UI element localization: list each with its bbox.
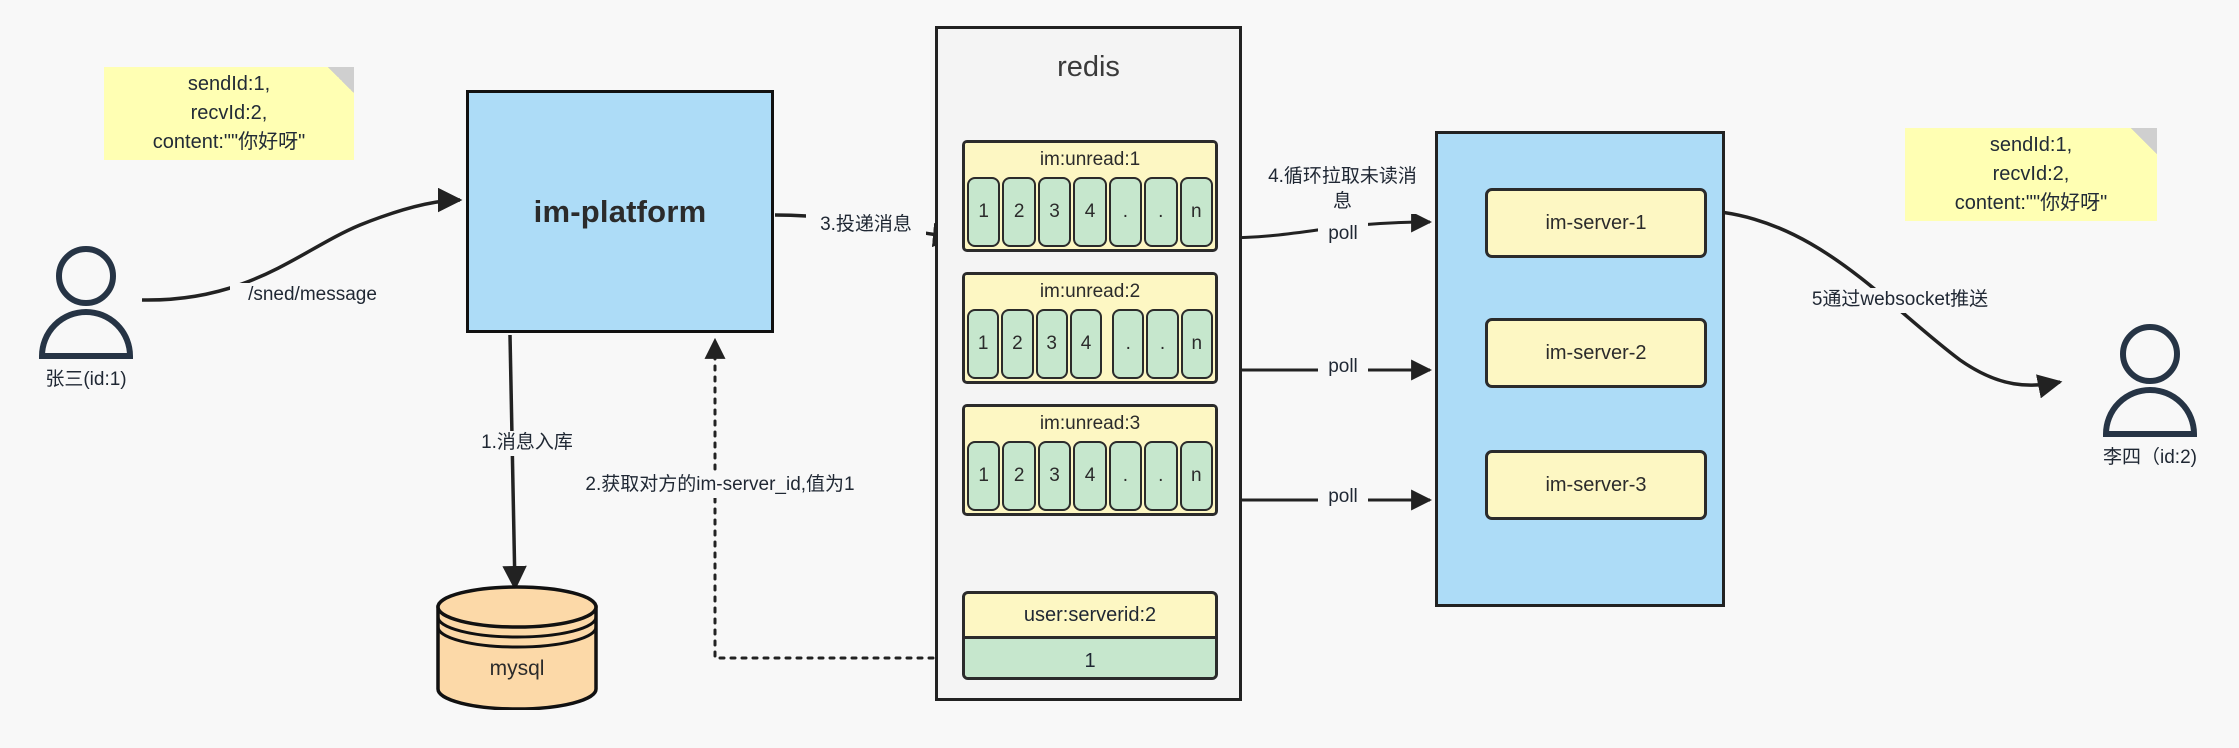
edge-label-send-message: /sned/message xyxy=(230,283,395,308)
redis-cell[interactable]: . xyxy=(1108,177,1143,247)
edge-label-poll-2: poll xyxy=(1318,355,1368,380)
node-im-platform[interactable]: im-platform xyxy=(466,90,774,333)
redis-kv-key: user:serverid:2 xyxy=(1023,603,1157,626)
edge-label-step3: 3.投递消息 xyxy=(806,213,926,238)
node-redis-label: redis xyxy=(1057,51,1120,83)
node-im-server-2[interactable]: im-server-2 xyxy=(1485,318,1707,388)
redis-list-cells: 1 2 3 4 . . n xyxy=(965,441,1215,513)
redis-list-cells: 1 2 3 4 . . n xyxy=(965,177,1215,249)
redis-list-im-unread-3[interactable]: im:unread:3 1 2 3 4 . . n xyxy=(962,404,1218,516)
note-right: sendId:1, recvId:2, content:""你好呀" xyxy=(1905,128,2157,221)
edge-label-step1: 1.消息入库 xyxy=(447,431,607,456)
node-mysql[interactable]: mysql xyxy=(432,585,602,711)
redis-cell[interactable]: 3 xyxy=(1035,309,1068,379)
redis-list-key: im:unread:1 xyxy=(965,143,1215,177)
redis-cell[interactable]: n xyxy=(1179,441,1213,511)
edge-label-poll-1: poll xyxy=(1318,222,1368,247)
redis-list-im-unread-2[interactable]: im:unread:2 1 2 3 4 . . n xyxy=(962,272,1218,384)
user-icon xyxy=(2102,324,2198,437)
node-im-server-3[interactable]: im-server-3 xyxy=(1485,450,1707,520)
redis-kv-user-serverid[interactable]: user:serverid:2 1 xyxy=(962,591,1218,680)
redis-kv-value: 1 xyxy=(965,636,1215,677)
redis-cell[interactable]: 4 xyxy=(1073,441,1107,511)
edge-label-step4: 4.循环拉取未读消 息 xyxy=(1255,165,1430,215)
edge-label-step5: 5通过websocket推送 xyxy=(1790,288,2010,313)
redis-cell[interactable]: . xyxy=(1144,177,1178,247)
actor-sender-label: 张三(id:1) xyxy=(45,369,127,390)
redis-cell[interactable]: 4 xyxy=(1069,309,1103,379)
note-right-text: sendId:1, recvId:2, content:""你好呀" xyxy=(1954,134,2108,214)
node-im-server-1[interactable]: im-server-1 xyxy=(1485,188,1707,258)
node-im-server-2-label: im-server-2 xyxy=(1545,341,1647,364)
redis-cell[interactable]: 2 xyxy=(1002,177,1036,247)
node-im-server-1-label: im-server-1 xyxy=(1545,211,1647,234)
edge-label-poll-3: poll xyxy=(1318,485,1368,510)
user-icon xyxy=(38,246,134,359)
note-fold-icon xyxy=(328,67,354,93)
actor-sender xyxy=(24,240,148,360)
redis-cell[interactable]: 1 xyxy=(967,309,1000,379)
redis-cell[interactable]: 3 xyxy=(1037,177,1072,247)
note-fold-icon xyxy=(2131,128,2157,154)
actor-receiver xyxy=(2088,318,2212,438)
redis-cell[interactable]: . xyxy=(1108,441,1143,511)
actor-receiver-label: 李四（id:2) xyxy=(2103,447,2197,468)
redis-cell[interactable]: . xyxy=(1112,309,1145,379)
node-im-server-3-label: im-server-3 xyxy=(1545,473,1647,496)
redis-cell[interactable]: n xyxy=(1179,177,1213,247)
redis-cell[interactable]: 2 xyxy=(1002,441,1036,511)
redis-list-cells: 1 2 3 4 . . n xyxy=(965,309,1215,381)
note-left-text: sendId:1, recvId:2, content:""你好呀" xyxy=(152,73,306,153)
redis-cell[interactable]: 2 xyxy=(1001,309,1034,379)
edge-redis-kv-to-platform xyxy=(704,337,957,660)
redis-cell[interactable]: . xyxy=(1146,309,1179,379)
redis-list-im-unread-1[interactable]: im:unread:1 1 2 3 4 . . n xyxy=(962,140,1218,252)
redis-cell[interactable]: 1 xyxy=(967,441,1001,511)
database-icon xyxy=(436,585,598,711)
edge-label-step2: 2.获取对方的im-server_id,值为1 xyxy=(570,473,870,498)
redis-cell[interactable]: 3 xyxy=(1037,441,1072,511)
edge-platform-to-mysql xyxy=(502,334,527,591)
redis-cell[interactable]: 1 xyxy=(967,177,1001,247)
redis-cell[interactable]: n xyxy=(1180,309,1213,379)
redis-cell[interactable]: 4 xyxy=(1073,177,1107,247)
redis-list-key: im:unread:2 xyxy=(965,275,1215,309)
redis-cell[interactable]: . xyxy=(1144,441,1178,511)
node-im-platform-label: im-platform xyxy=(533,193,707,229)
note-left: sendId:1, recvId:2, content:""你好呀" xyxy=(104,67,354,160)
redis-list-key: im:unread:3 xyxy=(965,407,1215,441)
node-mysql-label: mysql xyxy=(489,657,545,680)
